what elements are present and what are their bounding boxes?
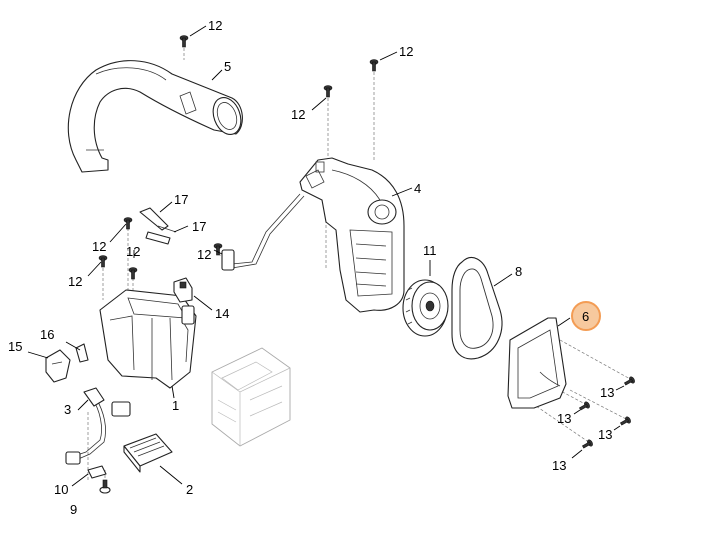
part-16-bracket	[75, 343, 89, 363]
callout-6[interactable]: 6	[582, 309, 589, 324]
callout-1[interactable]: 1	[172, 398, 179, 413]
callout-12-a[interactable]: 12	[208, 18, 222, 33]
callout-13-c[interactable]: 13	[598, 427, 612, 442]
part-9-screw	[99, 479, 111, 494]
part-6-belt-cover	[507, 317, 567, 409]
callout-14[interactable]: 14	[215, 306, 229, 321]
part-14-clip	[173, 277, 193, 303]
screw-icon	[179, 35, 189, 48]
battery-pack-ghost	[211, 347, 291, 447]
callout-labels: 12 12 5 12 4 17 17 12 12 12 12 11 8 6 14…	[8, 18, 614, 517]
screws-13	[579, 376, 635, 449]
callout-12-g[interactable]: 12	[197, 247, 211, 262]
callout-12-c[interactable]: 12	[291, 107, 305, 122]
callout-3[interactable]: 3	[64, 402, 71, 417]
part-10-clip	[87, 465, 107, 479]
screw-icon	[323, 85, 333, 98]
callout-13-a[interactable]: 13	[600, 385, 614, 400]
part-15-latch	[45, 349, 71, 383]
screw-icon	[620, 416, 631, 426]
part-11-pulley	[402, 279, 449, 337]
callout-10[interactable]: 10	[54, 482, 68, 497]
screws-12	[98, 35, 379, 280]
callout-8[interactable]: 8	[515, 264, 522, 279]
part-5-air-duct	[67, 60, 243, 173]
screw-icon	[213, 243, 223, 256]
callout-17-a[interactable]: 17	[174, 192, 188, 207]
callout-13-d[interactable]: 13	[552, 458, 566, 473]
callout-5[interactable]: 5	[224, 59, 231, 74]
callout-12-e[interactable]: 12	[126, 244, 140, 259]
screw-icon	[128, 267, 138, 280]
callout-16[interactable]: 16	[40, 327, 54, 342]
part-8-drive-belt	[451, 257, 503, 360]
highlight-circle-6[interactable]	[571, 301, 601, 331]
part-4-gearbox-housing	[299, 157, 405, 313]
callout-9[interactable]: 9	[70, 502, 77, 517]
leader-lines	[27, 25, 625, 487]
part-2-electronics-module	[123, 433, 173, 473]
callout-15[interactable]: 15	[8, 339, 22, 354]
screw-icon	[123, 217, 133, 230]
callout-17-b[interactable]: 17	[192, 219, 206, 234]
part-17-springs	[139, 207, 177, 245]
part-1-battery-housing	[99, 289, 197, 389]
screw-icon	[582, 439, 593, 449]
screw-icon	[98, 255, 108, 268]
screw-icon	[369, 59, 379, 72]
callout-11[interactable]: 11	[423, 243, 437, 258]
callout-13-b[interactable]: 13	[557, 411, 571, 426]
cable-to-switch	[221, 193, 305, 271]
callout-12-b[interactable]: 12	[399, 44, 413, 59]
screw-icon	[579, 401, 590, 411]
screw-icon	[624, 376, 635, 386]
callout-2[interactable]: 2	[186, 482, 193, 497]
callout-12-d[interactable]: 12	[92, 239, 106, 254]
callout-12-f[interactable]: 12	[68, 274, 82, 289]
callout-4[interactable]: 4	[414, 181, 421, 196]
part-3-wiring-loom	[65, 387, 131, 465]
